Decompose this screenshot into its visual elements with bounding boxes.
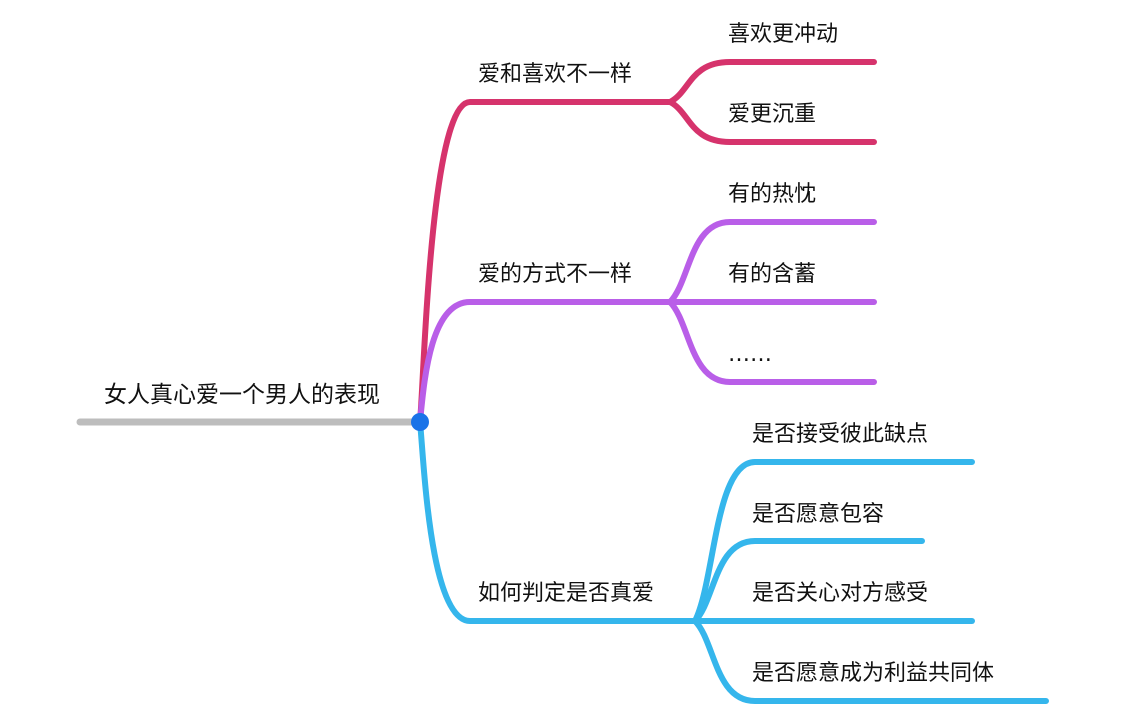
subtopic-label[interactable]: 爱更沉重 — [728, 102, 817, 127]
subtopic-label[interactable]: 喜欢更冲动 — [728, 22, 839, 47]
subtopic-label[interactable]: …… — [728, 342, 772, 367]
root-hub-dot — [411, 413, 429, 431]
subtopic-connector-line — [667, 299, 877, 385]
subtopic-connector-line — [692, 618, 1049, 704]
branch-topic-label[interactable]: 如何判定是否真爱 — [478, 581, 655, 606]
branch-connector-line — [417, 299, 673, 425]
subtopic-label[interactable]: 有的热忱 — [728, 182, 817, 207]
branch-topic-label[interactable]: 爱和喜欢不一样 — [478, 62, 633, 87]
subtopic-label[interactable]: 有的含蓄 — [728, 262, 817, 287]
subtopic-connector-line — [692, 538, 925, 624]
subtopic-label[interactable]: 是否接受彼此缺点 — [752, 422, 929, 447]
subtopic-connector-line — [667, 59, 877, 105]
subtopic-connector-line — [667, 219, 877, 305]
subtopic-label[interactable]: 是否关心对方感受 — [752, 581, 929, 606]
connector-lines — [76, 59, 1049, 704]
subtopic-label[interactable]: 是否愿意包容 — [752, 502, 885, 527]
branch-connector-line — [417, 419, 698, 624]
subtopic-connector-line — [692, 459, 975, 624]
branch-topic-label[interactable]: 爱的方式不一样 — [478, 262, 633, 287]
subtopic-connector-line — [667, 99, 877, 145]
subtopic-label[interactable]: 是否愿意成为利益共同体 — [752, 661, 995, 686]
root-topic-label[interactable]: 女人真心爱一个男人的表现 — [104, 382, 380, 408]
